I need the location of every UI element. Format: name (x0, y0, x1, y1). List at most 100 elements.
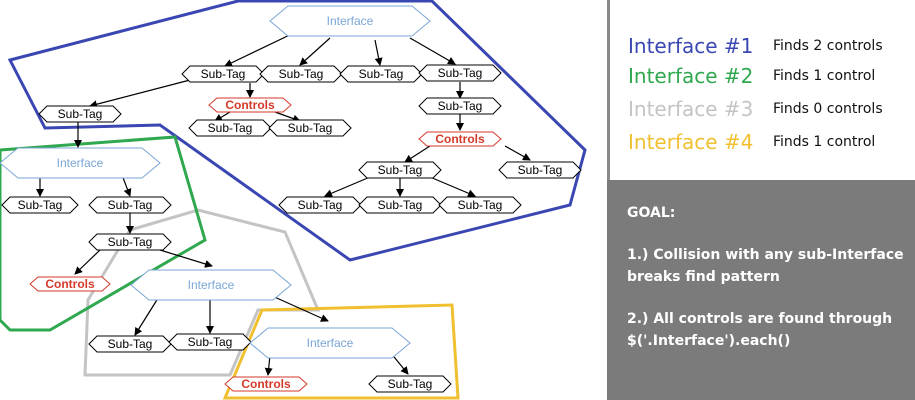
controls-node-shape (29, 276, 111, 292)
sub-tag-node: Sub-Tag (368, 375, 452, 393)
sub-tag-node: Sub-Tag (418, 64, 502, 82)
sub-tag-node-label: Sub-Tag (378, 198, 423, 212)
interface-node-label: Interface (57, 156, 104, 170)
edge (74, 249, 101, 275)
sub-tag-node-label: Sub-Tag (279, 67, 324, 81)
sub-tag-node: Sub-Tag (418, 97, 502, 115)
sub-tag-node-shape (1, 196, 79, 214)
interface-1-region (7, 0, 587, 262)
legend-row-interface-4: Interface #4 Finds 1 control (628, 127, 875, 157)
sub-tag-node: Sub-Tag (358, 161, 442, 179)
interface-2-region (0, 135, 207, 332)
edge (504, 145, 531, 161)
sub-tag-node-shape (38, 105, 122, 123)
controls-node-shape (224, 376, 308, 392)
sub-tag-node-shape (438, 196, 522, 214)
legend-row-interface-2: Interface #2 Finds 1 control (628, 61, 875, 91)
sub-tag-node-shape (418, 64, 502, 82)
edge (429, 176, 476, 197)
edge (404, 145, 431, 163)
sub-tag-node-label: Sub-Tag (58, 107, 103, 121)
edge (409, 37, 456, 65)
interface-node-shape (130, 269, 292, 301)
interface-node: Interface (0, 147, 161, 179)
sub-tag-node-label: Sub-Tag (518, 163, 563, 177)
interface-node: Interface (249, 327, 411, 359)
sub-tag-node-label: Sub-Tag (388, 377, 433, 391)
edge (324, 176, 371, 197)
sub-tag-node-label: Sub-Tag (208, 121, 253, 135)
interface-4-region (222, 303, 460, 400)
interface-node-label: Interface (327, 14, 374, 28)
goal-panel: GOAL: 1.) Collision with any sub-Interfa… (607, 180, 915, 400)
sub-tag-node-label: Sub-Tag (108, 337, 153, 351)
sub-tag-node: Sub-Tag (259, 65, 343, 83)
sub-tag-node-label: Sub-Tag (438, 66, 483, 80)
interface-node: Interface (269, 5, 431, 37)
sub-tag-node-shape (88, 233, 172, 251)
controls-node: Controls (224, 376, 308, 392)
legend-row-interface-1: Interface #1 Finds 2 controls (628, 31, 883, 61)
goal-heading: GOAL: (627, 205, 676, 221)
controls-node-shape (418, 131, 502, 147)
sub-tag-node-shape (88, 196, 172, 214)
goal-point-1: 1.) Collision with any sub-Interface bre… (627, 247, 904, 285)
sub-tag-node-label: Sub-Tag (288, 121, 333, 135)
sub-tag-node-label: Sub-Tag (438, 99, 483, 113)
sub-tag-node: Sub-Tag (168, 333, 252, 351)
sub-tag-node-label: Sub-Tag (298, 198, 343, 212)
legend-title-interface-3: Interface #3 (628, 97, 754, 121)
sub-tag-node: Sub-Tag (358, 196, 442, 214)
controls-node-label: Controls (241, 377, 291, 391)
sub-tag-node: Sub-Tag (188, 119, 272, 137)
sub-tag-node: Sub-Tag (88, 196, 172, 214)
edge (299, 37, 331, 66)
sub-tag-node-shape (358, 161, 442, 179)
interface-node-shape (249, 327, 411, 359)
controls-node-shape (208, 97, 292, 113)
sub-tag-node: Sub-Tag (339, 65, 423, 83)
sub-tag-node: Sub-Tag (498, 161, 582, 179)
controls-node-label: Controls (45, 277, 95, 291)
goal-point-2: 2.) All controls are found through $('.I… (627, 311, 893, 349)
sub-tag-node-shape (418, 97, 502, 115)
legend-desc-interface-3: Finds 0 controls (773, 101, 883, 117)
sub-tag-node-label: Sub-Tag (108, 235, 153, 249)
sub-tag-node-label: Sub-Tag (108, 198, 153, 212)
sub-tag-node-shape (498, 161, 582, 179)
interface-node: Interface (130, 269, 292, 301)
controls-node: Controls (418, 131, 502, 147)
sub-tag-node: Sub-Tag (268, 119, 352, 137)
sub-tag-node: Sub-Tag (1, 196, 79, 214)
controls-node: Controls (29, 276, 111, 292)
interface-node-shape (0, 147, 161, 179)
edge (374, 39, 383, 66)
sub-tag-node: Sub-Tag (181, 65, 265, 83)
interface-node-shape (269, 5, 431, 37)
sub-tag-node: Sub-Tag (278, 196, 362, 214)
sub-tag-node: Sub-Tag (438, 196, 522, 214)
controls-node-label: Controls (435, 132, 485, 146)
edge (134, 294, 161, 336)
controls-node-label: Controls (225, 98, 275, 112)
edge (269, 294, 329, 322)
edge (159, 249, 213, 268)
legend-desc-interface-2: Finds 1 control (773, 68, 876, 84)
interface-3-region (83, 208, 321, 377)
sub-tag-node-shape (268, 119, 352, 137)
legend-row-interface-3: Interface #3 Finds 0 controls (628, 94, 883, 124)
sub-tag-node-label: Sub-Tag (18, 198, 63, 212)
legend-title-interface-1: Interface #1 (628, 34, 754, 58)
edge (89, 79, 191, 109)
legend-desc-interface-4: Finds 1 control (773, 134, 876, 150)
sub-tag-node: Sub-Tag (38, 105, 122, 123)
sub-tag-node: Sub-Tag (88, 233, 172, 251)
sub-tag-node-label: Sub-Tag (201, 67, 246, 81)
interface-node-label: Interface (188, 278, 235, 292)
sub-tag-node: Sub-Tag (88, 335, 172, 353)
interface-node-label: Interface (307, 336, 354, 350)
legend-panel: Interface #1 Finds 2 controls Interface … (610, 0, 915, 180)
sub-tag-node-shape (368, 375, 452, 393)
